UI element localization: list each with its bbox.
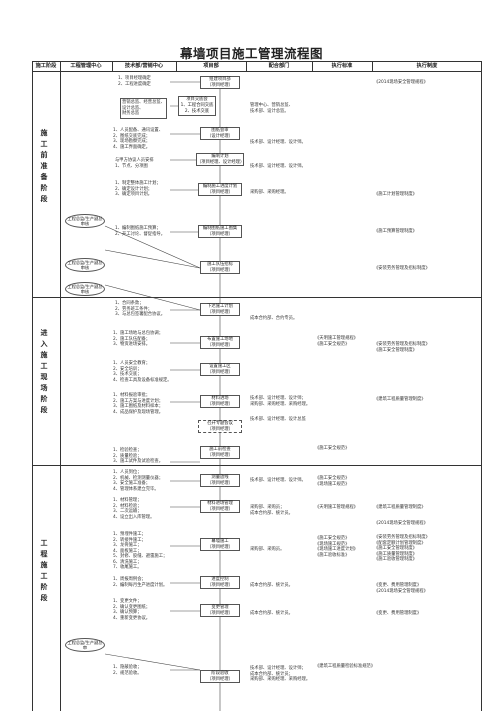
- column-divider: [176, 61, 177, 71]
- coordination-material-entry: 技术部、设计经理、设计师； 采购部、采购经理、采购经理。: [250, 396, 311, 407]
- header-project-dept: 项目部: [203, 63, 219, 69]
- node-pre-construction-check: 施工前检查（项目经理）: [200, 446, 240, 459]
- standard-management: 《天明施工管理规程》: [315, 505, 358, 510]
- system-change-safety: 《变更、费用管理制度》 《2014现场安全管理规程》: [374, 583, 428, 594]
- note-weekly-meeting: 1、周报周例会； 2、编制每月生产进度计划。: [113, 577, 168, 588]
- system-labor-safety: 《安装劳务管理及招标制度》 《施工安全管理制度》: [374, 342, 430, 353]
- node-site-layout: 布置施工场地（项目经理）: [200, 336, 240, 349]
- stage-divider: [32, 465, 482, 466]
- header-systems: 执行制度: [416, 63, 438, 69]
- coordination-schedule: 采购部、采购经理。: [250, 190, 289, 195]
- column-divider: [372, 61, 373, 71]
- coordination-special-meeting: 技术部、设计经理、设计总监: [250, 417, 306, 422]
- coordination-contract: 成本合约部、合约专员。: [250, 316, 298, 321]
- system-safety-2014-b: 《2014现场安全管理规程》: [374, 521, 428, 526]
- header-tech-marketing: 技术部/营销中心: [124, 63, 164, 69]
- standard-site-layout: 《天明施工管理规程》 《施工安全规范》: [315, 336, 358, 347]
- node-progress-control: 进度控制（项目经理）: [200, 576, 240, 589]
- page-title: 幕墙项目施工管理流程图: [179, 46, 323, 61]
- standard-quality-inspection: 《建筑工程质量检验标准规范》: [315, 664, 376, 669]
- stage-divider: [32, 297, 482, 298]
- coordination-progress: 成本合约部、统计员。: [250, 583, 293, 588]
- coordination-surveying: 技术部、设计经理、设计师。: [250, 478, 306, 483]
- node-schedule-plan: 编制施工进度计划（项目经理）: [198, 183, 242, 196]
- coordination-construction: 采购部、采购员。: [250, 547, 285, 552]
- header-engineering-center: 工程管理中心: [70, 63, 102, 69]
- note-drawing-budget: 1、编制图纸施工预算； 2、开工讨论、督促指导。: [115, 226, 165, 237]
- node-team-tender: 施工队伍招标（项目经理）: [200, 261, 240, 274]
- header-divider: [32, 71, 482, 72]
- node-material-entry: 材料进场（项目经理）: [200, 395, 240, 408]
- system-quality-2: 《建筑工程质量管理制度》: [374, 505, 426, 510]
- note-material-management: 1、材料管理； 2、材料检验； 3、二次运输； 4、设立出入库管理。: [113, 498, 155, 520]
- node-drawing-budget: 编制图纸施工图集（项目经理）: [198, 225, 242, 238]
- coordination-material-mgmt: 采购部、采购员； 成本合约部、统计员。: [250, 505, 293, 516]
- header-coordination: 配合部门: [268, 63, 290, 69]
- approval-ellipse: 工程总监/生产副总审核: [65, 282, 105, 296]
- system-budget: 《施工预算管理制度》: [374, 229, 417, 234]
- note-change-files: 1、变更文件； 2、确认变更图纸； 3、确认预算； 4、重新变更协议。: [113, 599, 151, 621]
- system-quality-1: 《建筑工程质量管理制度》: [374, 397, 426, 402]
- standard-construction: 《施工安全规范》 《现场施工规范》 《现场施工进度计划》 《施工验收标准》: [315, 536, 358, 558]
- node-issue-plan: 下达施工计划（项目经理）: [200, 303, 240, 316]
- header-stage: 施工阶段: [35, 63, 57, 69]
- system-planning: 《施工计划管理制度》: [374, 192, 417, 197]
- system-labor-tender: 《安装劳务管理及招标制度》: [374, 266, 430, 271]
- node-planning: 编制计划（项目经理、设计经理）: [196, 153, 245, 166]
- stage-label-construction: 工程施工阶段: [40, 539, 48, 602]
- approval-ellipse: 工程总监/生产副总审核: [65, 214, 105, 228]
- note-project-manager: 1、项目经理确定 2、工程进度确定: [118, 76, 151, 87]
- note-acceptance: 1、隐蔽验收； 2、规范验收。: [113, 665, 142, 676]
- column-divider: [112, 61, 113, 71]
- note-overall-plan: 1、制定整体施工计划； 2、确定设计计划； 3、确定项目计划。: [115, 181, 161, 197]
- node-surveying: 测量放线（项目经理）: [200, 474, 240, 487]
- stage-label-preparation: 施工前准备阶段: [40, 129, 48, 203]
- coordination-acceptance: 技术部、设计经理、设计师； 成本合约部、统计员； 采购部、采购经理、采购经理。: [250, 666, 311, 682]
- system-construction-set: 《安装劳务管理及招标制度》 《配套定额计划管理制度》 《施工安全管理制度》 《施…: [374, 535, 430, 562]
- standard-site: 《施工安全规范》 《现场施工规范》: [315, 476, 350, 487]
- column-divider: [246, 61, 247, 71]
- note-personnel-in-place: 1、人员到位； 2、机械、检测测量仪器； 3、安全施工准备； 4、管理体系建立完…: [113, 470, 163, 492]
- note-construction-steps: 1、预埋件施工； 2、转接件施工； 3、龙骨施工； 4、面板施工； 5、封修、胶…: [113, 532, 168, 570]
- node-change-management: 变更管理（项目经理）: [200, 604, 240, 617]
- node-form-project-team: 组建项目部（项目经理）: [200, 76, 240, 89]
- system-safety-2014: 《2014现场安全管理规程》: [374, 80, 428, 85]
- system-change: 《变更、费用管理制度》: [374, 611, 422, 616]
- stage-label-site-entry: 进入施工现场阶段: [40, 329, 48, 414]
- flowchart-frame: [32, 61, 482, 711]
- note-site-coordination: 1、施工场地与总包协调； 2、施工队伍配备； 3、物资进场安排。: [113, 331, 163, 347]
- note-inspection: 1、检验检查； 2、质量检验； 3、施工试件及试验检查。: [113, 448, 163, 464]
- standard-safety: 《施工安全规范》: [315, 446, 350, 451]
- approval-ellipse: 工程总监/生产副总审: [65, 638, 105, 652]
- header-standards: 执行标准: [331, 63, 353, 69]
- node-material-management: 材料进场管理（项目经理）: [200, 500, 240, 513]
- column-divider: [60, 61, 61, 711]
- coordination-handover: 管理中心、营销总监、 技术部、设计总监。: [250, 103, 293, 114]
- column-divider: [312, 61, 313, 71]
- node-special-meeting: 召开专题会议（项目经理）: [198, 420, 242, 433]
- note-material-approval: 1、材料报验审批； 2、施工方案与进度计划； 3、施工图纸及材料样本； 4、成品…: [113, 393, 163, 415]
- note-client-coordination: 与甲方协议人员安排 1、节点、分项图: [115, 158, 154, 169]
- note-personnel-setup: 1、人员配备、通讯设置、 2、图纸交底完成； 3、现场勘察完成； 4、施工界面确…: [113, 128, 163, 150]
- coordination-change: 成本合约部、统计员。: [250, 611, 293, 616]
- note-marketing-directors: 营销总监、经营总监、 设计总监、 财务总监: [120, 98, 167, 119]
- note-contract-terms: 1、合同条款； 2、劳务班工条件； 3、与总包签署配合协议。: [115, 301, 165, 317]
- node-stage-acceptance: 阶段验收（项目经理）: [200, 670, 240, 683]
- coordination-planning: 技术部、设计经理、设计师。: [250, 164, 306, 169]
- note-safety-training: 1、人员安全教育； 2、安全培训； 3、技术交底； 4、检查工具及设备标准规定。: [113, 361, 172, 383]
- node-drawing-review: 图纸会审（设计经理）: [200, 127, 240, 140]
- node-work-area: 设置施工区（项目经理）: [200, 363, 240, 376]
- coordination-review: 技术部、设计经理、设计师。: [250, 140, 306, 145]
- node-curtain-wall-construction: 幕墙施工（项目经理）: [200, 538, 240, 551]
- approval-ellipse: 工程总监/生产副总审核: [65, 258, 105, 272]
